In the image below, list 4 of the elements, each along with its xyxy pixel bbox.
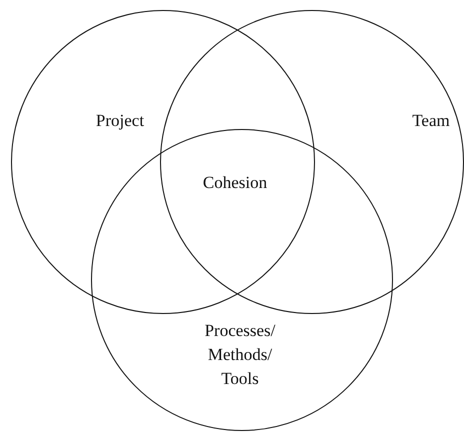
set-label: Processes/ Methods/ Tools xyxy=(204,320,276,390)
set-label: Team xyxy=(411,110,451,132)
set-label: Project xyxy=(94,110,146,132)
intersection-label: Cohesion xyxy=(202,172,268,194)
